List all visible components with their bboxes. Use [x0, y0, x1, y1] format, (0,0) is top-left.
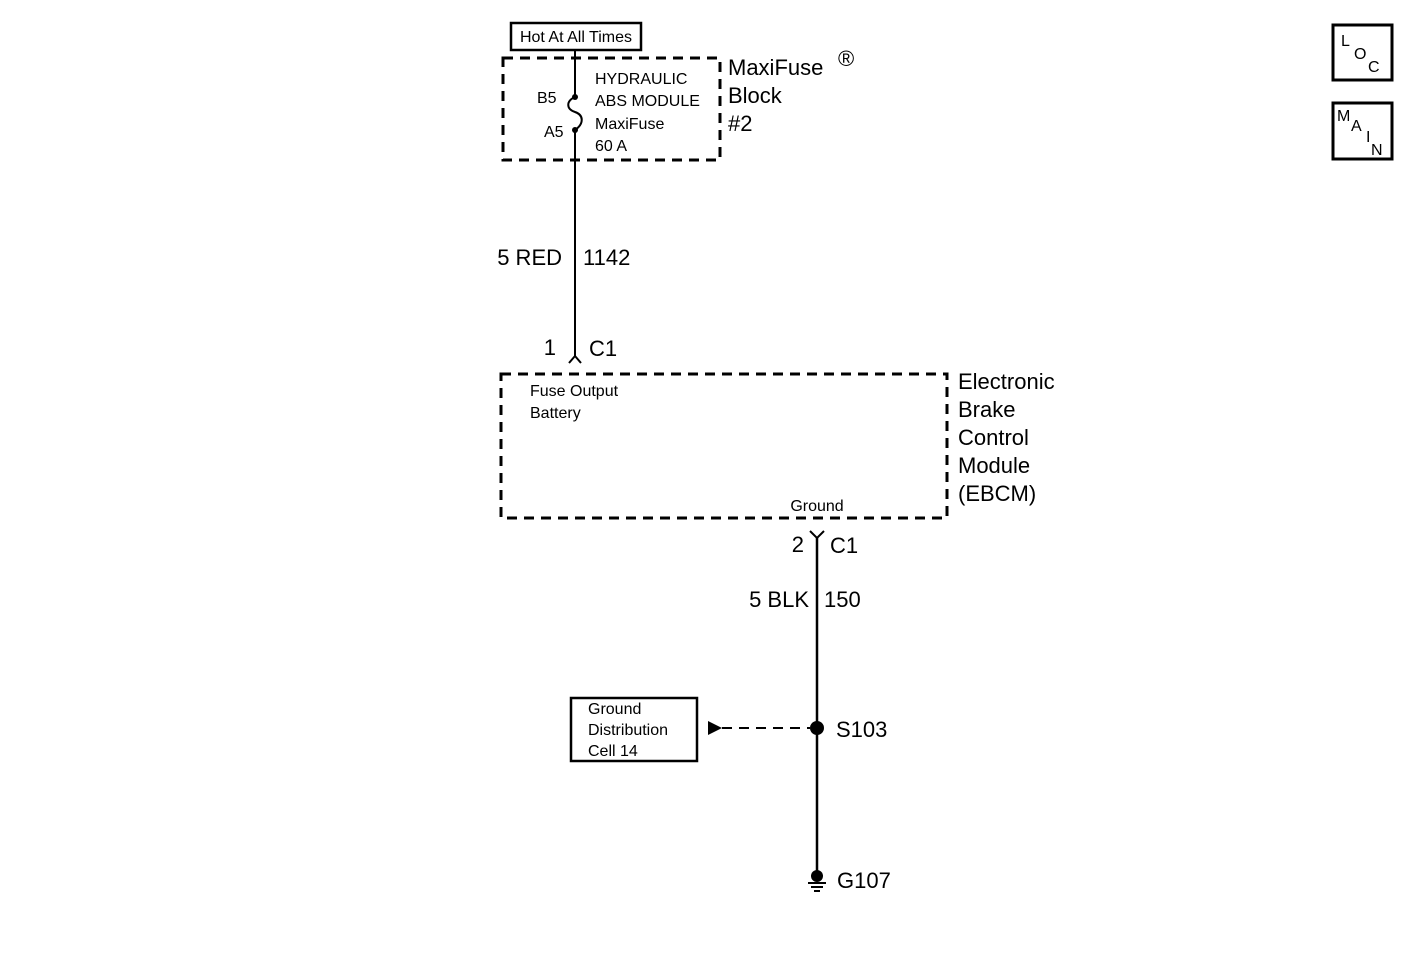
ground-wire-color-label: 5 BLK — [749, 587, 809, 612]
fuse-symbol — [567, 96, 583, 131]
main-letter-1: M — [1337, 108, 1350, 125]
main-letter-4: N — [1371, 142, 1383, 159]
loc-letter-2: O — [1354, 46, 1366, 63]
power-circuit-number: 1142 — [583, 245, 630, 270]
fuse-label-line-1: HYDRAULIC — [595, 71, 687, 88]
connector-bottom-name: C1 — [830, 533, 858, 558]
fuse-pin-a5: A5 — [544, 124, 564, 141]
ebcm-boundary — [499, 372, 949, 520]
connector-c1-pin1-symbol — [568, 354, 582, 364]
connector-top-pin: 1 — [544, 335, 556, 360]
splice-s103-dot — [810, 721, 824, 735]
loc-button[interactable]: L O C — [1331, 23, 1394, 82]
ebcm-ground-label: Ground — [790, 498, 843, 515]
fuse-label-line-3: MaxiFuse — [595, 116, 664, 133]
ebcm-input-label-line-1: Fuse Output — [530, 383, 619, 400]
registered-mark: ® — [838, 46, 854, 71]
loc-letter-3: C — [1368, 59, 1380, 76]
ebcm-title-line-3: Control — [958, 425, 1029, 450]
ground-distribution-line-3: Cell 14 — [588, 743, 638, 760]
fuse-label-line-2: ABS MODULE — [595, 93, 700, 110]
main-button[interactable]: M A I N — [1331, 101, 1394, 161]
ebcm-title-line-5: (EBCM) — [958, 481, 1036, 506]
ebcm-title-line-1: Electronic — [958, 369, 1055, 394]
ebcm-input-label-line-2: Battery — [530, 405, 581, 422]
ground-symbol-icon — [808, 870, 826, 892]
ground-distribution-reference-box[interactable]: Ground Distribution Cell 14 — [569, 696, 699, 763]
ebcm-title-line-2: Brake — [958, 397, 1015, 422]
fuse-label-line-4: 60 A — [595, 138, 627, 155]
power-source-label: Hot At All Times — [520, 29, 632, 46]
fuse-block-name-line-1: MaxiFuse — [728, 55, 823, 80]
loc-letter-1: L — [1341, 33, 1350, 50]
connector-bottom-pin: 2 — [792, 532, 804, 557]
main-letter-3: I — [1366, 129, 1370, 146]
main-letter-2: A — [1351, 118, 1362, 135]
maxifuse-block-boundary — [501, 56, 722, 162]
ground-distribution-arrow-icon — [708, 721, 722, 735]
power-source-label-box: Hot At All Times — [509, 21, 643, 52]
ground-point-label: G107 — [837, 868, 891, 893]
fuse-block-name-line-3: #2 — [728, 111, 752, 136]
ground-distribution-line-1: Ground — [588, 701, 641, 718]
fuse-pin-b5: B5 — [537, 90, 557, 107]
fuse-block-name-line-2: Block — [728, 83, 783, 108]
connector-top-name: C1 — [589, 336, 617, 361]
ground-distribution-line-2: Distribution — [588, 722, 668, 739]
splice-label: S103 — [836, 717, 887, 742]
ebcm-title-line-4: Module — [958, 453, 1030, 478]
ground-circuit-number: 150 — [824, 587, 861, 612]
power-wire-color-label: 5 RED — [497, 245, 562, 270]
connector-c1-pin2-symbol — [809, 530, 825, 540]
